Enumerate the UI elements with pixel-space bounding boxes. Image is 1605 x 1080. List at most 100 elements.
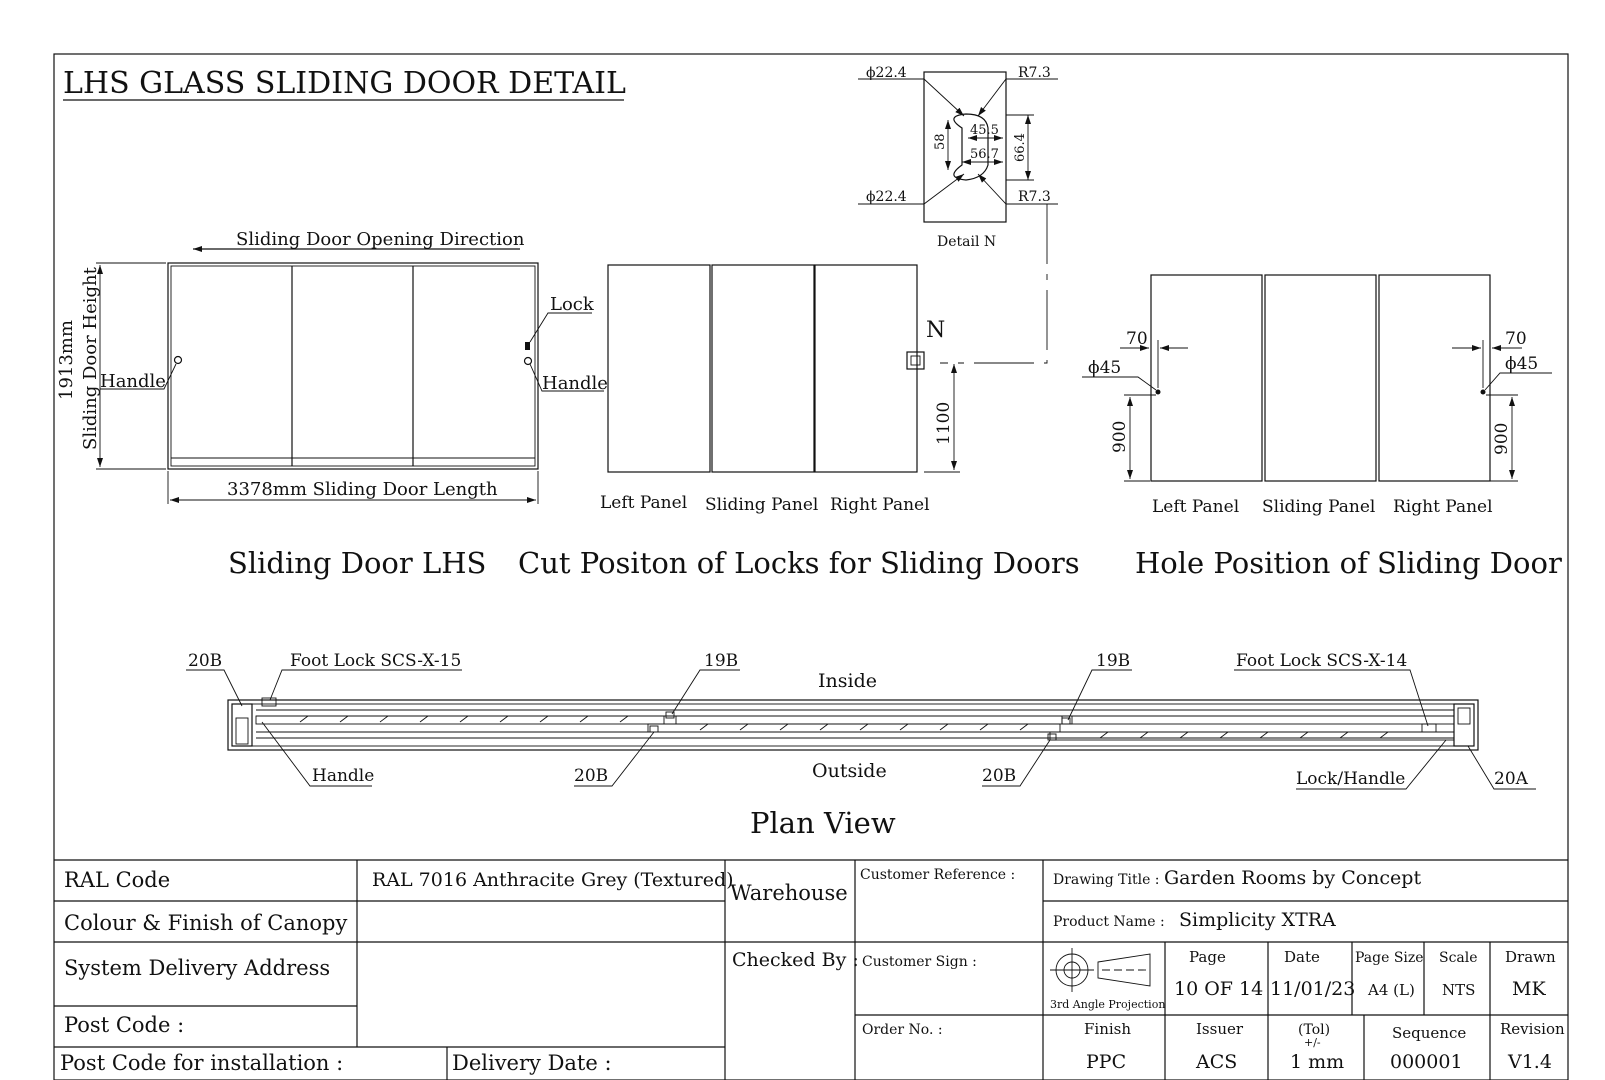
plan-20b-1-leader — [186, 669, 243, 707]
tb-projection-label: 3rd Angle Projection — [1050, 998, 1165, 1011]
detail-n: ϕ22.4 ϕ22.4 R7.3 R7.3 58 45.5 56.7 66.4 … — [858, 65, 1058, 364]
drawing-title: LHS GLASS SLIDING DOOR DETAIL — [63, 66, 626, 101]
door-inner-frame — [170, 265, 536, 467]
tb-post-code-label: Post Code : — [64, 1013, 184, 1037]
hole-dim-900-left: 900 — [1110, 421, 1130, 453]
tb-sequence-label: Sequence — [1392, 1024, 1466, 1042]
hole-left-panel-label: Left Panel — [1152, 497, 1239, 517]
plan-foot-lock-15-leader — [269, 669, 462, 701]
cut-lock-notch-inner — [910, 355, 921, 366]
detail-n-link-line — [940, 204, 1048, 364]
tb-drawn-value: MK — [1512, 978, 1546, 1000]
cut-sliding-panel — [711, 264, 815, 473]
plan-lock-handle-leader — [1296, 739, 1447, 790]
tb-sequence-value: 000001 — [1390, 1051, 1463, 1073]
detail-n-radius-top-leader — [977, 78, 1058, 117]
plan-20b-3: 20B — [982, 766, 1016, 786]
plan-20b-1: 20B — [188, 651, 222, 671]
plan-20b-3-leader — [982, 739, 1051, 787]
tb-customer-sign: Customer Sign : — [862, 954, 977, 970]
plan-outer-frame — [227, 699, 1479, 751]
tb-page-size-label: Page Size — [1355, 950, 1424, 966]
plan-right-post — [1453, 703, 1475, 747]
plan-inside-label: Inside — [818, 670, 877, 692]
tb-delivery-address-label: System Delivery Address — [64, 956, 330, 980]
plan-19b-2: 19B — [1096, 651, 1130, 671]
left-handle-leader — [100, 363, 177, 390]
hole-sliding-panel — [1264, 274, 1377, 482]
tb-delivery-date-label: Delivery Date : — [452, 1051, 612, 1075]
plan-left-post — [231, 703, 253, 747]
plan-glass-outer-right — [1049, 731, 1455, 741]
tb-revision-value: V1.4 — [1507, 1051, 1552, 1073]
tb-page-label: Page — [1189, 948, 1226, 966]
plan-outside-label: Outside — [812, 760, 887, 782]
right-handle-mark — [523, 356, 533, 366]
lock-leader — [529, 312, 592, 343]
right-handle-label: Handle — [542, 373, 608, 394]
plan-foot-lock-14-leader — [1234, 669, 1429, 727]
hole-left-panel — [1150, 274, 1263, 482]
plan-lock-handle-label: Lock/Handle — [1296, 769, 1405, 789]
cut-dim-1100: 1100 — [934, 402, 954, 445]
hole-dim-900-right: 900 — [1492, 423, 1512, 455]
plan-handle-leader — [261, 721, 372, 787]
plan-19b-2-leader — [1067, 669, 1132, 721]
left-handle-mark — [173, 355, 183, 365]
hole-dim-70-left: 70 — [1126, 329, 1148, 349]
detail-n-radius-top: R7.3 — [1018, 65, 1051, 81]
plan-handle-label: Handle — [312, 766, 374, 786]
tb-drawn-label: Drawn — [1505, 948, 1556, 966]
plan-20a-leader — [1467, 745, 1536, 790]
hole-left-mark — [1155, 389, 1161, 395]
hole-right-panel — [1378, 274, 1491, 482]
plan-19b-right-block — [1061, 717, 1071, 725]
tb-customer-reference: Customer Reference : — [860, 867, 1015, 883]
plan-19b-left-block — [665, 711, 675, 719]
tb-warehouse: Warehouse — [730, 881, 848, 905]
door-frame — [167, 262, 539, 470]
tb-product-name-value: Simplicity XTRA — [1179, 909, 1336, 931]
cut-lock-notch — [906, 351, 925, 370]
plan-foot-lock-15 — [261, 697, 277, 707]
tb-scale-label: Scale — [1439, 950, 1478, 966]
right-handle-leader — [529, 363, 604, 392]
cut-position-view: N 1100 Left Panel Sliding Panel Right Pa… — [518, 264, 1080, 580]
hole-sliding-panel-label: Sliding Panel — [1262, 497, 1375, 517]
plan-left-post-inner — [235, 717, 249, 745]
tb-finish-label: Finish — [1084, 1020, 1131, 1038]
plan-glass-inner-left — [255, 715, 677, 725]
elevation-caption: Sliding Door LHS — [228, 546, 486, 580]
detail-n-dia-bottom-leader — [858, 173, 965, 205]
plan-19b-1-leader — [671, 669, 740, 715]
tb-post-code-install-label: Post Code for installation : — [60, 1051, 343, 1075]
detail-n-label: Detail N — [937, 234, 996, 250]
cut-sliding-panel-label: Sliding Panel — [705, 495, 818, 515]
third-angle-projection-icon — [1050, 948, 1151, 992]
height-label: Sliding Door Height — [80, 266, 101, 450]
plan-foot-lock-15-label: Foot Lock SCS-X-15 — [290, 651, 461, 671]
tb-date-value: 11/01/23 — [1270, 978, 1355, 1000]
tb-page-value: 10 OF 14 — [1174, 978, 1263, 1000]
tb-checked-by: Checked By : — [732, 949, 859, 971]
tb-revision-label: Revision — [1500, 1020, 1565, 1038]
plan-20b-mid-block — [649, 725, 659, 733]
tb-finish-value: PPC — [1086, 1051, 1126, 1073]
hole-right-panel-label: Right Panel — [1393, 497, 1493, 517]
tb-date-label: Date — [1284, 948, 1320, 966]
plan-20a: 20A — [1494, 769, 1529, 789]
plan-19b-1: 19B — [704, 651, 738, 671]
detail-n-radius-bottom-leader — [977, 173, 1058, 205]
detail-n-dia-top: ϕ22.4 — [866, 65, 907, 81]
lock-label: Lock — [550, 294, 595, 315]
tb-page-size-value: A4 (L) — [1367, 981, 1415, 999]
plan-20b-right-block — [1047, 733, 1057, 741]
cut-right-panel — [814, 264, 918, 473]
plan-glass-hatching — [299, 715, 1389, 739]
plan-right-post-inner — [1457, 707, 1471, 725]
detail-n-dia-bottom: ϕ22.4 — [866, 189, 907, 205]
detail-n-dim-66-4: 66.4 — [1013, 133, 1028, 162]
tb-issuer-label: Issuer — [1196, 1020, 1244, 1038]
title-block: RAL Code RAL 7016 Anthracite Grey (Textu… — [54, 859, 1568, 1080]
